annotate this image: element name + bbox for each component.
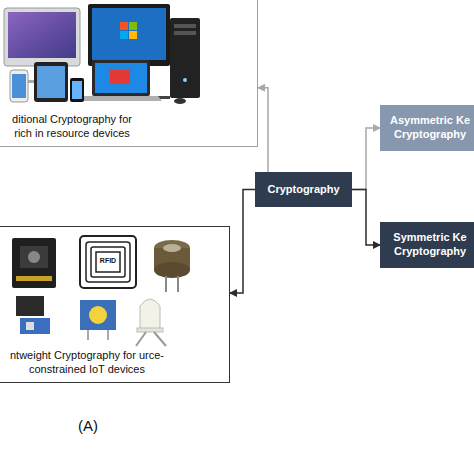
node-text: Cryptography: [255, 182, 352, 196]
tag-text: RFID: [97, 257, 119, 264]
node-text: ditional Cryptography for rich in resour…: [2, 112, 142, 141]
connector-arrow: [230, 190, 255, 294]
connector-arrow: [352, 190, 380, 246]
connector-arrow: [258, 88, 268, 172]
cryptography-box: Cryptography: [255, 172, 352, 207]
iot-device-illustration: [12, 236, 190, 346]
symmetric-box: Symmetric Ke Cryptography: [380, 222, 474, 268]
node-text: Asymmetric Ke Cryptography: [386, 113, 474, 142]
connector-arrow: [352, 128, 380, 190]
node-text: Symmetric Ke Cryptography: [386, 230, 474, 259]
panel-label: (A): [70, 417, 106, 434]
computer-illustration: [4, 4, 200, 104]
asymmetric-box: Asymmetric Ke Cryptography: [380, 105, 474, 151]
node-text: ntweight Cryptography for urce-constrain…: [3, 348, 171, 377]
